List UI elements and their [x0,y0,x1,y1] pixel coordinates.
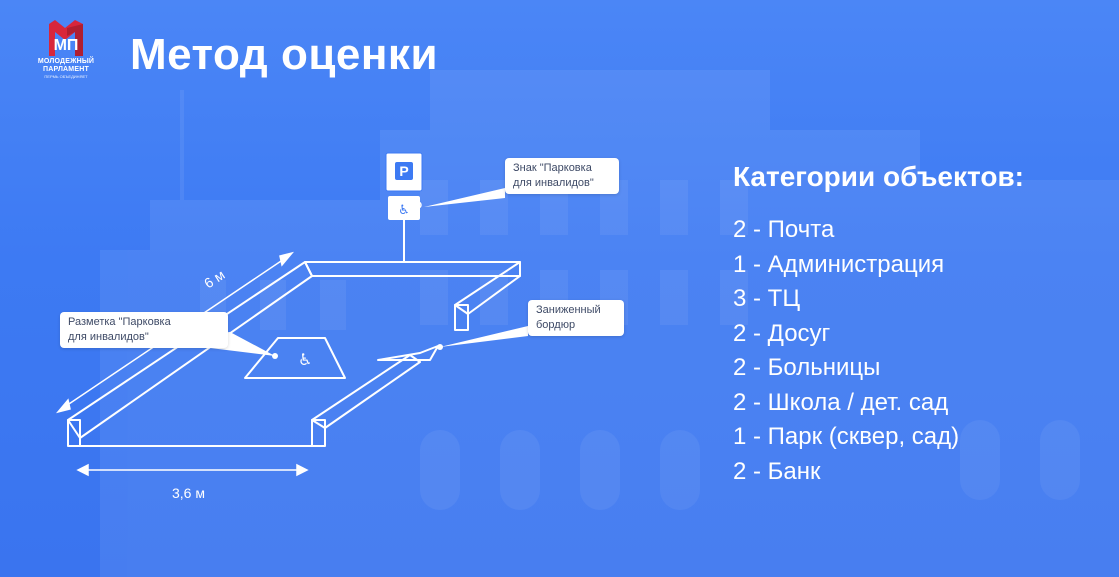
floor-wheelchair-icon: ♿ [298,350,312,369]
lowered-curb-callout: Заниженный бордюр [528,300,624,336]
category-item: 2 - Школа / дет. сад [733,388,949,416]
right-curb-lower [311,354,421,429]
back-curb [304,261,521,277]
lowered-curb-ramp [377,345,439,361]
category-item: 1 - Администрация [733,250,945,278]
category-item: 2 - Банк [733,457,821,485]
logo-line-1: МОЛОДЕЖНЫЙ [37,58,95,65]
left-curb [67,261,313,439]
right-curb-upper [454,261,521,315]
logo-subtitle: ПЕРМЬ ОБЪЕДИНЯЕТ [44,74,88,79]
logo-mark-icon: МП [49,20,83,56]
category-item: 2 - Больницы [733,354,881,381]
slide-title: Метод оценки [130,30,439,79]
categories-title: Категории объектов: [733,161,1025,192]
category-item: 2 - Досуг [733,319,831,347]
sign-callout: Знак "Парковка для инвалидов" [505,158,619,194]
category-item: 1 - Парк (сквер, сад) [733,423,960,450]
svg-text:МП: МП [54,37,79,54]
logo-line-2: ПАРЛАМЕНТ [43,66,89,73]
marking-callout: Разметка "Парковка для инвалидов" [60,312,228,348]
youth-parliament-logo: МП МОЛОДЕЖНЫЙ ПАРЛАМЕНТ ПЕРМЬ ОБЪЕДИНЯЕТ [30,18,102,80]
disabled-sign-board [388,196,420,220]
sign-callout-pointer [424,188,505,207]
parking-sign-icon [395,162,413,180]
categories-list: 2 - Почта 1 - Администрация 3 - ТЦ 2 - Д… [733,213,959,489]
wheelchair-icon: ♿ [398,203,410,218]
category-item: 2 - Почта [733,216,835,243]
curb-callout-pointer [440,326,528,347]
width-label: 3,6 м [172,485,205,501]
parking-sign-letter: P [399,163,408,179]
category-item: 3 - ТЦ [733,285,801,312]
floor-marking [244,337,346,379]
